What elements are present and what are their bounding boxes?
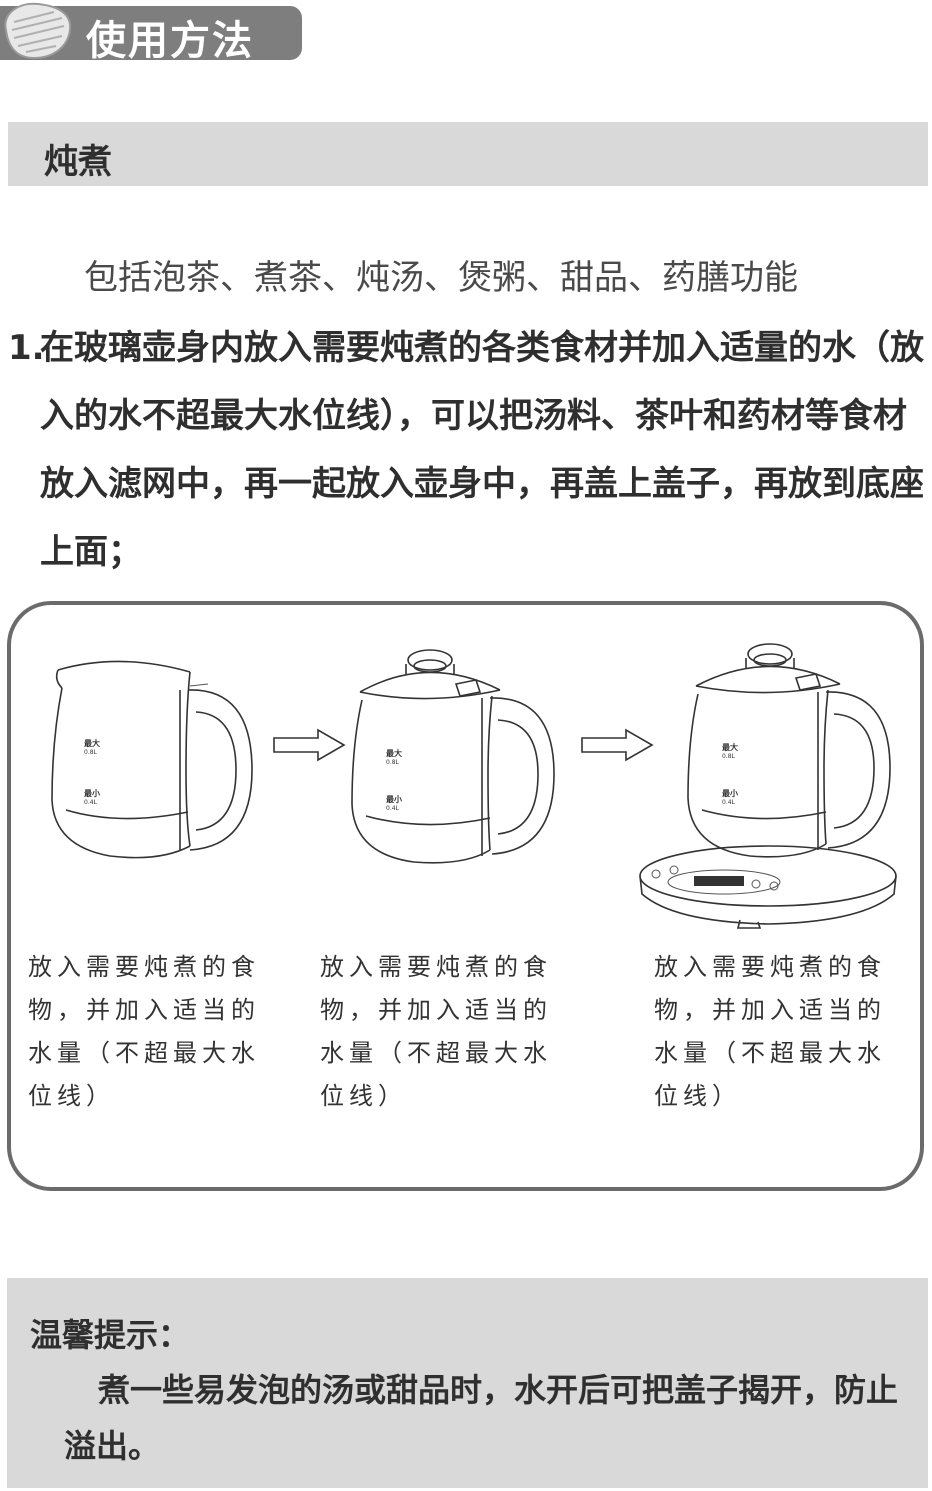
intro-text: 包括泡茶、煮茶、炖汤、煲粥、甜品、药膳功能: [84, 258, 798, 298]
svg-text:0.8L: 0.8L: [386, 759, 400, 766]
tip-box: [7, 1278, 928, 1488]
step-number: 1.: [8, 328, 45, 368]
svg-text:0.8L: 0.8L: [722, 753, 736, 760]
tip-text: 煮一些易发泡的汤或甜品时，水开后可把盖子揭开，防止溢出。: [64, 1371, 899, 1465]
svg-text:最小: 最小: [722, 788, 738, 798]
kettle-body-icon: 最大 0.8L 最小 0.4L: [51, 660, 253, 859]
svg-text:0.4L: 0.4L: [386, 805, 400, 812]
caption-step-c: 放入需要炖煮的食物，并加入适当的水量（不超最大水位线）: [654, 953, 886, 1110]
caption-step-b: 放入需要炖煮的食物，并加入适当的水量（不超最大水位线）: [320, 953, 552, 1110]
header-blob-icon: [4, 2, 72, 60]
arrow-right-icon: [273, 728, 346, 762]
page-title: 使用方法: [86, 18, 254, 64]
arrow-right-icon: [581, 728, 654, 762]
section-bar: [8, 122, 928, 186]
illustration-box: [7, 601, 924, 1191]
svg-text:最小: 最小: [386, 794, 402, 804]
svg-text:0.4L: 0.4L: [84, 799, 98, 806]
svg-text:最大: 最大: [722, 742, 738, 752]
svg-text:最大: 最大: [84, 738, 100, 748]
section-title: 炖煮: [44, 142, 112, 182]
svg-text:0.8L: 0.8L: [84, 749, 98, 756]
kettle-on-base-icon: 最大 0.8L 最小 0.4L: [639, 643, 897, 929]
svg-text:最小: 最小: [84, 788, 100, 798]
caption-step-a: 放入需要炖煮的食物，并加入适当的水量（不超最大水位线）: [28, 953, 260, 1110]
tip-title: 温馨提示：: [30, 1316, 191, 1354]
step-text: 在玻璃壶身内放入需要炖煮的各类食材并加入适量的水（放入的水不超最大水位线），可以…: [40, 328, 924, 572]
svg-text:0.4L: 0.4L: [722, 799, 736, 806]
svg-text:最大: 最大: [386, 748, 402, 758]
kettle-with-lid-icon: 最大 0.8L 最小 0.4L: [351, 649, 555, 864]
